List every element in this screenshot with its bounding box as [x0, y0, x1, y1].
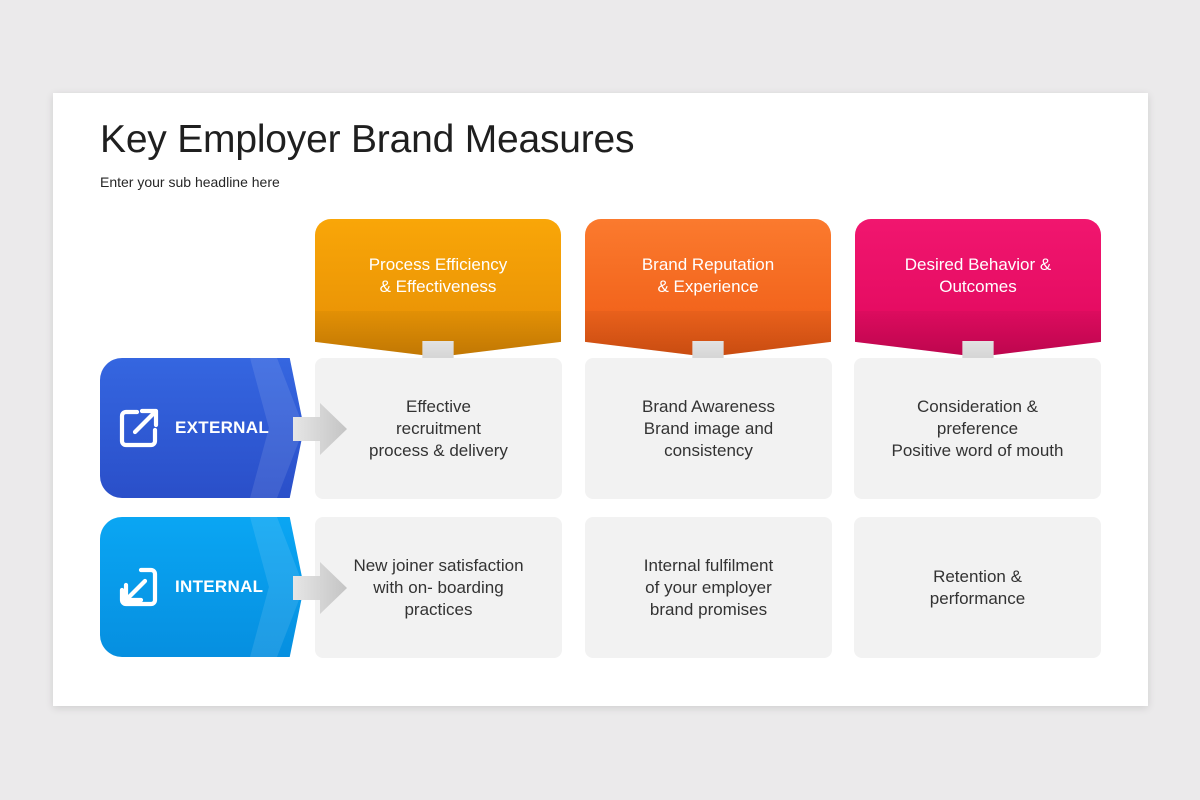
- cell-external-process: Effective recruitment process & delivery: [315, 358, 562, 499]
- column-header-label: Process Efficiency & Effectiveness: [368, 255, 508, 296]
- column-header-desired-behavior: Desired Behavior & Outcomes: [855, 219, 1101, 381]
- page-title: Key Employer Brand Measures: [100, 118, 635, 161]
- row-tab: [100, 358, 304, 498]
- column-header-brand-reputation: Brand Reputation & Experience: [585, 219, 831, 381]
- cell-external-behavior: Consideration & preference Positive word…: [854, 358, 1101, 499]
- cell-text: Brand Awareness Brand image and consiste…: [642, 396, 775, 460]
- column-banner: [315, 219, 561, 357]
- column-banner: [585, 219, 831, 357]
- cell-external-reputation: Brand Awareness Brand image and consiste…: [585, 358, 832, 499]
- internal-arrow-icon: [119, 567, 158, 607]
- external-arrow-icon: [119, 408, 159, 448]
- row-header-label: EXTERNAL: [175, 418, 270, 437]
- column-header-label: Desired Behavior & Outcomes: [904, 255, 1052, 296]
- cell-internal-process: New joiner satisfaction with on- boardin…: [315, 517, 562, 658]
- cell-text: Internal fulfilment of your employer bra…: [643, 555, 774, 619]
- column-header-process-efficiency: Process Efficiency & Effectiveness: [315, 219, 561, 381]
- cell-text: New joiner satisfaction with on- boardin…: [353, 555, 524, 619]
- cell-text: Consideration & preference Positive word…: [891, 396, 1064, 460]
- column-banner: [855, 219, 1101, 357]
- row-header-external: EXTERNAL: [100, 358, 347, 498]
- cell-internal-reputation: Internal fulfilment of your employer bra…: [585, 517, 832, 658]
- page-subtitle: Enter your sub headline here: [100, 174, 280, 190]
- row-header-internal: INTERNAL: [100, 517, 347, 657]
- cell-text: Retention & performance: [929, 566, 1026, 608]
- cell-internal-behavior: Retention & performance: [854, 517, 1101, 658]
- column-header-label: Brand Reputation & Experience: [641, 255, 775, 296]
- cell-text: Effective recruitment process & delivery: [369, 396, 508, 460]
- row-header-label: INTERNAL: [175, 577, 264, 596]
